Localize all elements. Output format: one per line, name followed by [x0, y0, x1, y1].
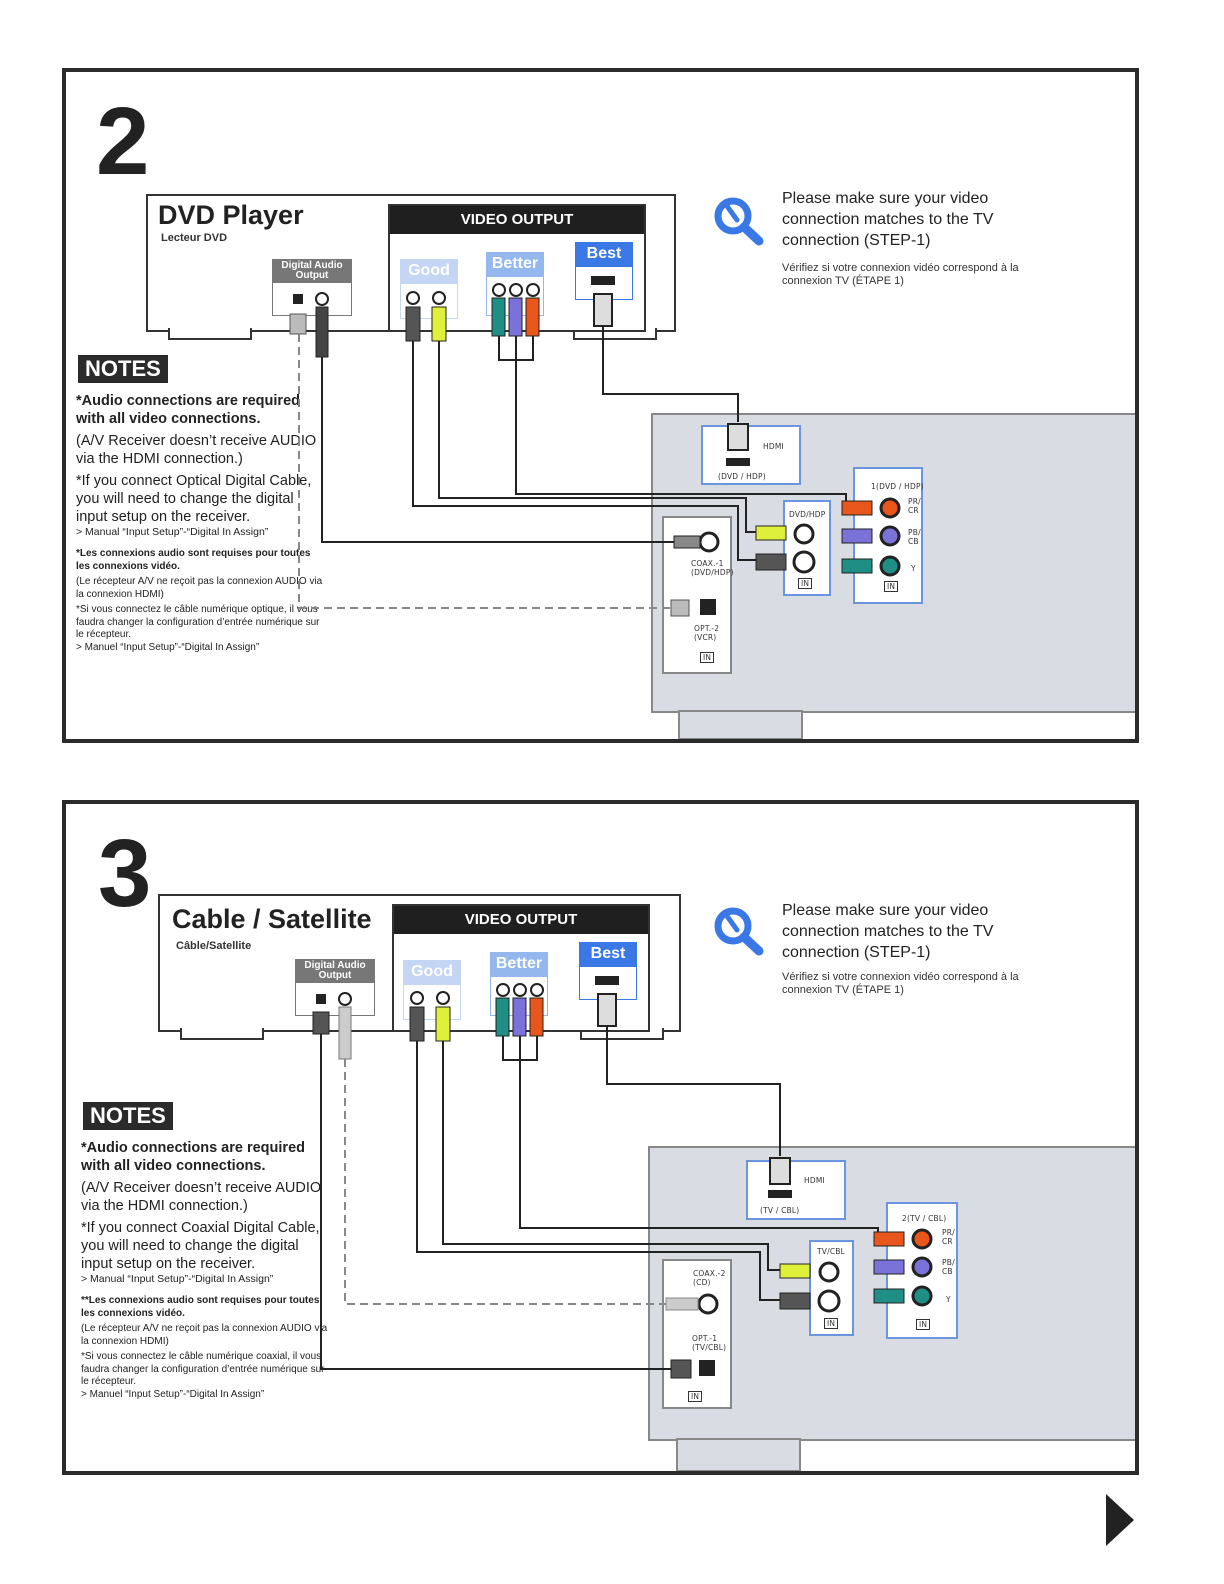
receiver-pr-label: PR/ CR	[942, 1228, 955, 1246]
receiver-hdmi-label: HDMI	[763, 442, 784, 451]
receiver-component-label: 1(DVD / HDP)	[871, 482, 924, 491]
receiver-video-panel	[783, 500, 831, 596]
info-text-fr: Vérifiez si votre connexion vidéo corres…	[782, 262, 1019, 287]
step-number: 2	[96, 88, 150, 195]
receiver-opt-label: OPT.-1 (TV/CBL)	[692, 1334, 727, 1352]
info-text-fr: Vérifiez si votre connexion vidéo corres…	[782, 971, 1019, 996]
receiver-video-panel	[809, 1240, 854, 1336]
step3-section: 3 Cable / Satellite Câble/Satellite Digi…	[62, 800, 1139, 1475]
note-fr-manual-ref: > Manuel “Input Setup”-“Digital In Assig…	[76, 641, 260, 653]
connection-wires	[289, 276, 901, 617]
step2-section: 2 DVD Player Lecteur DVD Digital Audio O…	[62, 68, 1139, 743]
next-arrow-icon[interactable]	[1106, 1494, 1134, 1546]
info-text: Please make sure your video connection m…	[782, 902, 994, 961]
notes-badge: NOTES	[78, 355, 168, 383]
better-tag: Better	[486, 252, 544, 276]
notes-text: *Audio connections are required with all…	[76, 392, 326, 657]
note-digital-setup: *If you connect Optical Digital Cable, y…	[76, 473, 312, 525]
note-fr-digital-setup: *Si vous connectez le câble numérique op…	[76, 604, 320, 640]
device-title: Cable / Satellite	[172, 904, 372, 934]
note-hdmi-audio: (A/V Receiver doesn’t receive AUDIO via …	[76, 433, 317, 467]
device-subtitle: Lecteur DVD	[161, 232, 228, 244]
video-output-label: VIDEO OUTPUT	[390, 206, 644, 234]
magnifier-icon	[714, 907, 764, 956]
receiver-hdmi-panel	[701, 425, 801, 485]
receiver-video-in: IN	[798, 578, 813, 589]
video-output-label: VIDEO OUTPUT	[394, 906, 648, 934]
good-tag: Good	[400, 259, 458, 283]
digital-audio-label: Digital Audio Output	[272, 259, 352, 283]
receiver-y-label: Y	[911, 564, 916, 573]
receiver-pb-label: PB/ CB	[942, 1258, 955, 1276]
note-fr-hdmi-audio: (Le récepteur A/V ne reçoit pas la conne…	[76, 576, 323, 600]
receiver-video-label: DVD/HDP	[789, 510, 826, 519]
receiver-video-in: IN	[824, 1318, 839, 1329]
note-fr-audio-required: **Les connexions audio sont requises pou…	[81, 1295, 320, 1319]
device-title: DVD Player	[158, 200, 304, 230]
best-tag: Best	[579, 942, 637, 966]
connection-wires	[312, 976, 933, 1379]
info-text: Please make sure your video connection m…	[782, 190, 994, 249]
receiver-video-label: TV/CBL	[817, 1247, 845, 1256]
receiver-pb-label: PB/ CB	[908, 528, 921, 546]
note-fr-manual-ref: > Manuel “Input Setup”-“Digital In Assig…	[81, 1388, 265, 1400]
note-fr-digital-setup: *Si vous connectez le câble numérique co…	[81, 1351, 325, 1387]
note-hdmi-audio: (A/V Receiver doesn’t receive AUDIO via …	[81, 1180, 322, 1214]
digital-audio-ports	[295, 982, 375, 1016]
notes-badge: NOTES	[83, 1102, 173, 1130]
receiver-component-in: IN	[884, 581, 899, 592]
best-tag: Best	[575, 242, 633, 266]
receiver-component-label: 2(TV / CBL)	[902, 1214, 947, 1223]
device-subtitle: Câble/Satellite	[176, 940, 252, 952]
better-tag: Better	[490, 952, 548, 976]
good-tag: Good	[403, 960, 461, 984]
magnifier-icon	[714, 197, 764, 246]
receiver-coax-label: COAX.-1 (DVD/HDP)	[691, 559, 734, 577]
note-fr-audio-required: *Les connexions audio sont requises pour…	[76, 548, 311, 572]
receiver-y-label: Y	[946, 1295, 951, 1304]
receiver-hdmi-input: (DVD / HDP)	[718, 472, 766, 481]
note-manual-ref: > Manual “Input Setup”-“Digital In Assig…	[76, 526, 269, 538]
receiver-coax-label: COAX.-2 (CD)	[693, 1269, 726, 1287]
receiver-hdmi-input: (TV / CBL)	[760, 1206, 800, 1215]
receiver-pr-label: PR/ CR	[908, 497, 921, 515]
note-digital-setup: *If you connect Coaxial Digital Cable, y…	[81, 1220, 320, 1272]
digital-audio-ports	[272, 282, 352, 316]
receiver-opt-label: OPT.-2 (VCR)	[694, 624, 720, 642]
receiver-component-in: IN	[916, 1319, 931, 1330]
note-manual-ref: > Manual “Input Setup”-“Digital In Assig…	[81, 1273, 274, 1285]
receiver-digital-in: IN	[688, 1391, 703, 1402]
receiver-digital-in: IN	[700, 652, 715, 663]
receiver-hdmi-panel	[746, 1160, 846, 1220]
receiver-hdmi-label: HDMI	[804, 1176, 825, 1185]
digital-audio-label: Digital Audio Output	[295, 959, 375, 983]
receiver-digital-panel	[662, 1259, 732, 1409]
note-audio-required: *Audio connections are required with all…	[81, 1140, 305, 1174]
note-fr-hdmi-audio: (Le récepteur A/V ne reçoit pas la conne…	[81, 1323, 328, 1347]
notes-text: *Audio connections are required with all…	[81, 1139, 331, 1404]
step-number: 3	[98, 820, 152, 927]
note-audio-required: *Audio connections are required with all…	[76, 393, 300, 427]
